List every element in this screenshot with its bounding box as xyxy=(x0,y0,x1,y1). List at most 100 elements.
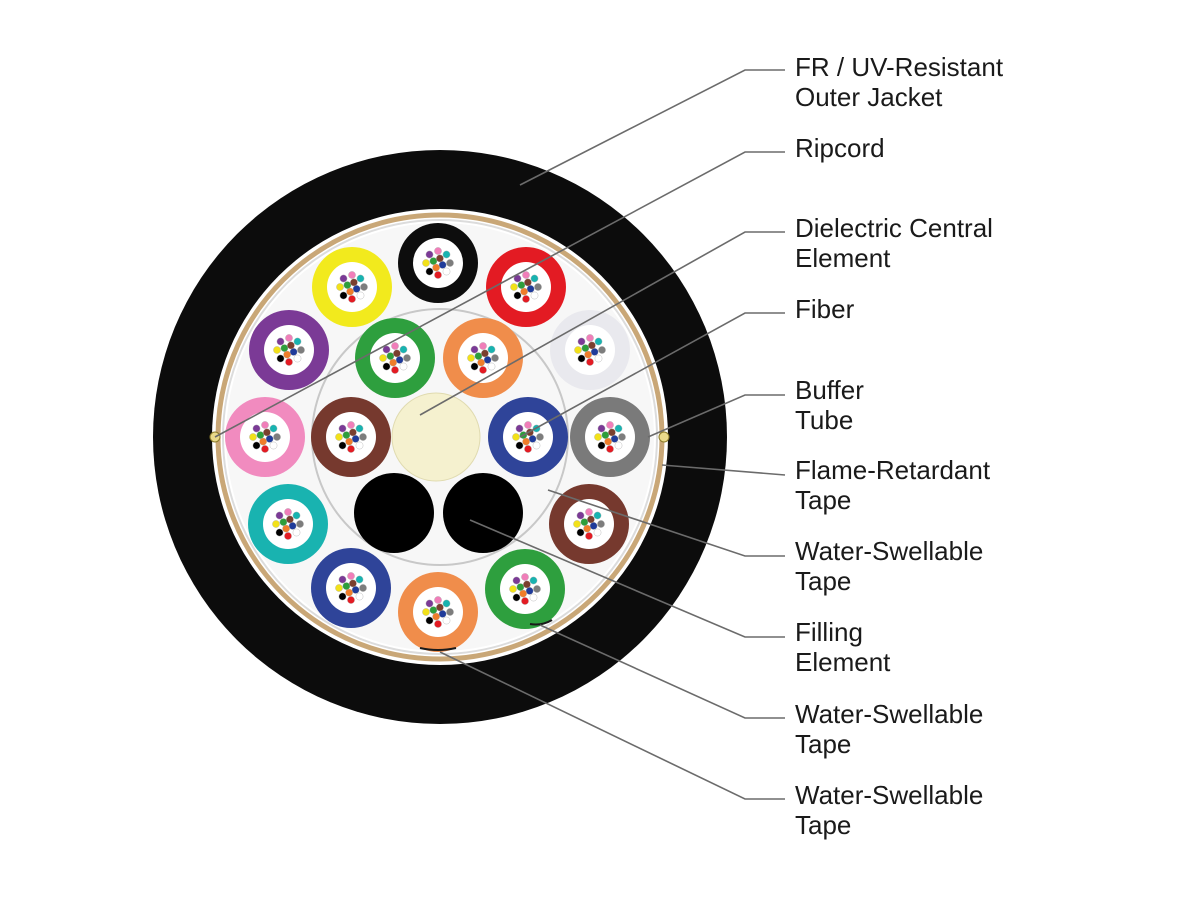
fiber xyxy=(391,342,399,350)
fiber xyxy=(342,431,351,439)
fiber xyxy=(597,424,606,433)
fiber xyxy=(283,350,291,359)
label-line: Filling xyxy=(795,617,863,647)
fiber xyxy=(261,445,269,453)
buffer-tube-outer-5 xyxy=(549,484,629,564)
fiber xyxy=(355,575,364,584)
fiber xyxy=(586,334,594,342)
fiber xyxy=(432,612,440,621)
fiber xyxy=(536,433,544,441)
fiber xyxy=(487,362,496,371)
fiber xyxy=(524,445,532,453)
leader-line-10 xyxy=(439,651,785,800)
tube-core xyxy=(326,563,376,613)
fiber xyxy=(586,358,594,366)
fiber xyxy=(288,522,297,530)
buffer-tube-outer-10 xyxy=(225,397,305,477)
fiber xyxy=(442,616,451,625)
buffer-tube-outer-9 xyxy=(248,484,328,564)
fiber xyxy=(593,511,602,520)
buffer-tube-outer-4 xyxy=(570,397,650,477)
fiber xyxy=(272,520,280,528)
fiber xyxy=(348,271,356,279)
fiber xyxy=(282,524,290,533)
fiber xyxy=(399,362,408,371)
fiber xyxy=(524,421,532,429)
tube-core xyxy=(263,499,313,549)
fiber xyxy=(519,589,527,598)
fiber xyxy=(477,358,485,367)
buffer-tube-inner-2 xyxy=(488,397,568,477)
fiber xyxy=(522,295,530,303)
label-fiber: Fiber xyxy=(795,294,1185,324)
label-line: Tape xyxy=(795,485,852,515)
fiber xyxy=(515,424,524,433)
fiber xyxy=(434,271,442,279)
fiber xyxy=(425,616,434,625)
fiber xyxy=(523,580,531,589)
fiber xyxy=(525,587,534,595)
fiber xyxy=(614,424,623,433)
fiber xyxy=(355,592,364,601)
leader-line-3 xyxy=(419,231,785,416)
fiber xyxy=(509,585,517,593)
fiber xyxy=(275,528,284,537)
fiber xyxy=(335,584,343,592)
buffer-tube-outer-8 xyxy=(311,548,391,628)
leader-line-4 xyxy=(519,312,785,438)
label-line: Tape xyxy=(795,729,852,759)
fiber xyxy=(530,291,539,300)
fiber xyxy=(346,287,354,296)
tube-core xyxy=(500,564,550,614)
fiber xyxy=(280,344,289,352)
fiber xyxy=(338,441,347,450)
fiber xyxy=(512,593,521,602)
fiber xyxy=(487,345,496,354)
filling-element xyxy=(354,473,434,553)
fiber xyxy=(284,508,292,516)
fiber xyxy=(403,354,411,362)
fiber xyxy=(522,271,530,279)
fiber xyxy=(382,345,391,354)
fiber xyxy=(512,433,520,441)
fiber xyxy=(289,348,298,356)
fiber xyxy=(359,584,367,592)
fiber xyxy=(351,435,360,443)
fiber xyxy=(580,518,589,526)
fiber xyxy=(522,437,530,446)
fiber xyxy=(276,354,285,363)
leader-lines xyxy=(214,69,786,800)
buffer-tube-outer-2 xyxy=(486,247,566,327)
fiber xyxy=(481,349,489,358)
fiber xyxy=(521,597,529,605)
tube-core xyxy=(240,412,290,462)
label-outer-jacket: FR / UV-Resistant Outer Jacket xyxy=(795,52,1185,112)
fiber xyxy=(436,603,444,612)
fiber xyxy=(584,350,592,359)
fiber xyxy=(356,274,365,283)
label-line: Element xyxy=(795,243,891,273)
fiber xyxy=(429,257,438,265)
fiber xyxy=(285,358,293,366)
tube-core xyxy=(564,499,614,549)
fiber xyxy=(275,511,284,520)
label-line: Buffer xyxy=(795,375,864,405)
fiber xyxy=(442,599,451,608)
fiber xyxy=(442,250,451,259)
fiber xyxy=(276,337,285,346)
fiber xyxy=(524,278,532,287)
fiber xyxy=(577,337,586,346)
fiber xyxy=(446,608,454,616)
buffer-tube-outer-11 xyxy=(249,310,329,390)
fiber xyxy=(467,354,475,362)
fiber xyxy=(521,573,529,581)
fiber xyxy=(606,421,614,429)
fiber xyxy=(391,366,399,374)
tape-mark xyxy=(529,619,553,626)
tube-core xyxy=(585,412,635,462)
fiber xyxy=(618,433,626,441)
tube-core xyxy=(326,412,376,462)
label-ripcord: Ripcord xyxy=(795,133,1185,163)
fiber xyxy=(293,354,302,363)
fiber xyxy=(529,593,538,602)
